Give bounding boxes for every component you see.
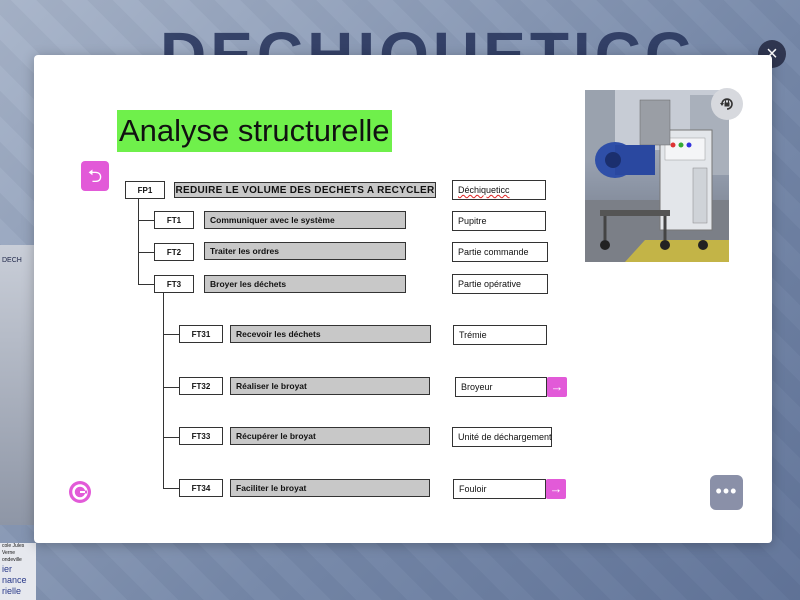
app-logo-icon[interactable] <box>68 480 92 504</box>
component-box: Déchiqueticc <box>452 180 546 200</box>
background-machine-panel: DECH <box>0 245 34 525</box>
function-label: Broyer les déchets <box>204 275 406 293</box>
component-label: Trémie <box>459 330 487 340</box>
tree-connector <box>163 334 179 335</box>
component-label: Broyeur <box>461 382 493 392</box>
tree-connector <box>138 252 154 253</box>
function-code: FT2 <box>154 243 194 261</box>
component-box: Partie commande <box>452 242 548 262</box>
component-box: Pupitre <box>452 211 546 231</box>
rotate-lock-button[interactable] <box>711 88 743 120</box>
component-box: Partie opérative <box>452 274 548 294</box>
open-link-button[interactable]: → <box>547 377 567 397</box>
arrow-right-icon: → <box>549 481 563 496</box>
function-code: FT31 <box>179 325 223 343</box>
machine-photo <box>585 90 729 262</box>
background-card-line: cole Jules Verne <box>2 543 25 556</box>
function-label: Réaliser le broyat <box>230 377 430 395</box>
slide-modal: Analyse structurelle ⮌ <box>34 55 772 543</box>
component-label: Partie opérative <box>458 279 522 289</box>
background-card-line: rielle <box>2 586 22 596</box>
tree-connector <box>138 198 139 285</box>
background-panel-text: DECH <box>2 257 22 264</box>
function-label: Traiter les ordres <box>204 242 406 260</box>
slide-title: Analyse structurelle <box>117 110 392 152</box>
background-card-line: ondeville <box>2 557 22 563</box>
undo-arrow-icon: ⮌ <box>87 166 103 186</box>
function-code: FP1 <box>125 181 165 199</box>
component-box: Broyeur <box>455 377 547 397</box>
more-options-button[interactable]: ••• <box>710 475 743 510</box>
component-label: Déchiqueticc <box>458 185 510 195</box>
function-label: Récupérer le broyat <box>230 427 430 445</box>
component-label: Partie commande <box>458 247 529 257</box>
component-box: Trémie <box>453 325 547 345</box>
more-dots-icon: ••• <box>715 481 738 501</box>
back-button[interactable]: ⮌ <box>81 161 109 191</box>
tree-connector <box>138 284 154 285</box>
component-label: Unité de déchargement <box>458 432 552 442</box>
function-label: Communiquer avec le système <box>204 211 406 229</box>
tree-connector <box>163 293 164 488</box>
close-icon: × <box>766 43 778 65</box>
function-label: REDUIRE LE VOLUME DES DECHETS A RECYCLER <box>174 182 436 198</box>
function-code: FT3 <box>154 275 194 293</box>
open-link-button[interactable]: → <box>546 479 566 499</box>
arrow-right-icon: → <box>550 379 564 394</box>
tree-connector <box>163 488 179 489</box>
tree-connector <box>163 387 179 388</box>
tree-connector <box>163 437 179 438</box>
tree-connector <box>138 220 154 221</box>
component-box: Fouloir <box>453 479 546 499</box>
background-card-line: nance <box>2 575 27 585</box>
background-card-line: ier <box>2 564 13 574</box>
function-code: FT34 <box>179 479 223 497</box>
function-code: FT1 <box>154 211 194 229</box>
function-label: Faciliter le broyat <box>230 479 430 497</box>
component-box: Unité de déchargement <box>452 427 552 447</box>
background-school-card: cole Jules Verne ondeville ier nance rie… <box>0 543 36 600</box>
function-code: FT32 <box>179 377 223 395</box>
component-label: Fouloir <box>459 484 487 494</box>
rotate-lock-icon <box>720 98 733 110</box>
function-label: Recevoir les déchets <box>230 325 431 343</box>
component-label: Pupitre <box>458 216 487 226</box>
function-code: FT33 <box>179 427 223 445</box>
